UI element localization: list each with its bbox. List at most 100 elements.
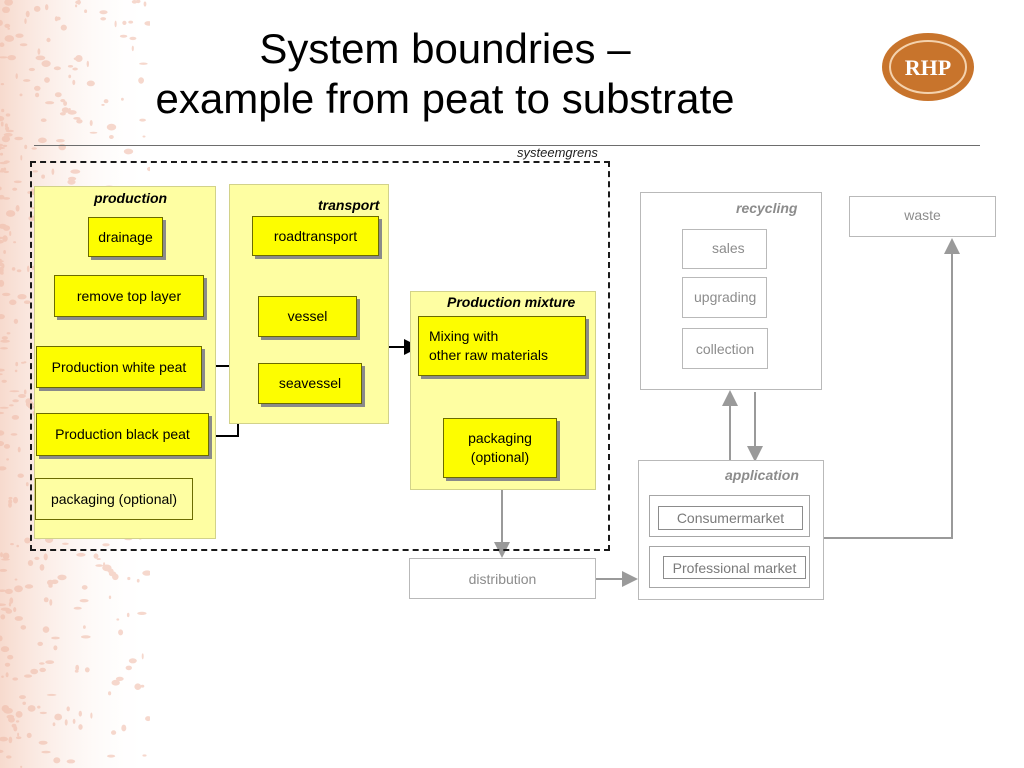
texture-speck — [5, 210, 16, 217]
texture-speck — [39, 564, 45, 571]
texture-speck — [3, 444, 11, 449]
collection-box: collection — [682, 328, 768, 369]
texture-speck — [54, 92, 62, 98]
texture-speck — [121, 724, 127, 732]
texture-speck — [60, 24, 67, 31]
texture-speck — [142, 754, 147, 757]
texture-speck — [6, 458, 9, 461]
texture-speck — [0, 406, 9, 409]
texture-speck — [1, 336, 8, 340]
texture-speck — [42, 626, 50, 633]
remove-top-layer-box: remove top layer — [54, 275, 204, 317]
texture-speck — [0, 411, 5, 415]
texture-speck — [54, 713, 63, 721]
texture-speck — [1, 263, 5, 269]
drainage-box: drainage — [88, 217, 163, 257]
texture-speck — [46, 37, 51, 43]
texture-speck — [111, 679, 120, 686]
texture-speck — [0, 339, 10, 343]
texture-speck — [23, 300, 31, 305]
texture-speck — [17, 294, 27, 300]
texture-speck — [0, 635, 3, 642]
texture-speck — [12, 399, 19, 403]
texture-speck — [3, 250, 6, 254]
texture-speck — [7, 27, 10, 30]
texture-speck — [8, 496, 13, 500]
texture-speck — [102, 543, 110, 547]
texture-speck — [31, 147, 37, 150]
title-line-1: System boundries – — [259, 25, 631, 72]
texture-speck — [1, 135, 11, 143]
texture-speck — [5, 129, 14, 133]
texture-speck — [4, 0, 13, 6]
seavessel-box: seavessel — [258, 363, 362, 404]
texture-speck — [41, 60, 51, 67]
texture-speck — [17, 732, 20, 737]
texture-speck — [140, 684, 145, 688]
texture-speck — [0, 121, 4, 127]
texture-speck — [15, 711, 23, 718]
texture-speck — [11, 267, 16, 271]
professional-market-box: Professional market — [663, 556, 806, 579]
texture-speck — [72, 79, 76, 86]
texture-speck — [3, 132, 13, 137]
texture-speck — [0, 279, 5, 287]
texture-speck — [2, 144, 8, 148]
texture-speck — [27, 705, 36, 712]
texture-speck — [38, 137, 47, 144]
texture-speck — [78, 710, 83, 717]
vessel-box: vessel — [258, 296, 357, 337]
texture-speck — [37, 48, 41, 55]
texture-speck — [0, 347, 8, 350]
professional-market-outer — [649, 546, 810, 588]
texture-speck — [96, 558, 101, 560]
production-black-peat-box: Production black peat — [36, 413, 209, 456]
texture-speck — [15, 361, 19, 367]
texture-speck — [89, 131, 98, 134]
texture-speck — [23, 361, 27, 364]
arrow-application-to-waste — [823, 238, 960, 539]
texture-speck — [2, 235, 8, 242]
texture-speck — [136, 578, 140, 583]
texture-speck — [37, 705, 41, 709]
texture-speck — [0, 143, 4, 147]
texture-speck — [19, 695, 26, 700]
texture-speck — [116, 618, 120, 621]
texture-speck — [8, 736, 13, 744]
texture-speck — [128, 658, 137, 664]
texture-speck — [38, 740, 48, 745]
texture-speck — [76, 552, 86, 557]
texture-speck — [108, 571, 117, 577]
texture-speck — [12, 187, 18, 191]
texture-speck — [103, 99, 109, 104]
texture-speck — [14, 578, 18, 581]
texture-speck — [79, 599, 89, 603]
texture-speck — [3, 167, 7, 171]
texture-speck — [14, 136, 24, 141]
texture-speck — [138, 77, 145, 84]
consumermarket-box: Consumermarket — [658, 506, 803, 530]
texture-speck — [2, 197, 11, 200]
texture-speck — [73, 117, 81, 120]
logo-text: RHP — [905, 55, 951, 80]
texture-speck — [45, 660, 55, 664]
texture-speck — [142, 135, 146, 138]
texture-speck — [80, 635, 91, 639]
texture-speck — [1, 108, 5, 113]
texture-speck — [7, 654, 14, 660]
texture-speck — [68, 176, 77, 181]
texture-speck — [75, 4, 78, 8]
texture-speck — [34, 556, 40, 561]
texture-speck — [51, 168, 55, 175]
application-heading: application — [725, 467, 799, 483]
texture-speck — [13, 241, 17, 244]
texture-speck — [53, 757, 61, 764]
texture-speck — [40, 118, 47, 122]
texture-speck — [57, 574, 67, 581]
texture-speck — [25, 10, 30, 18]
texture-speck — [2, 292, 11, 297]
texture-speck — [68, 108, 71, 111]
texture-speck — [41, 750, 51, 754]
texture-speck — [0, 152, 4, 156]
texture-speck — [72, 67, 78, 71]
